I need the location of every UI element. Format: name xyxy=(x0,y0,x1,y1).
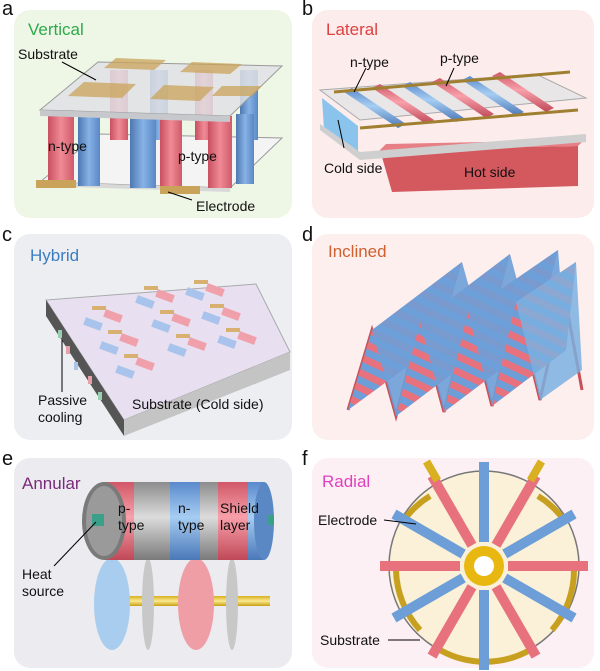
lateral-ptype-label: p-type xyxy=(440,50,479,66)
radial-electrode-label: Electrode xyxy=(318,512,378,528)
vertical-substrate-label: Substrate xyxy=(18,46,78,62)
panel-c-letter: c xyxy=(2,224,12,246)
panel-b-title: Lateral xyxy=(326,20,378,39)
radial-module-illustration xyxy=(380,459,588,670)
lateral-module-illustration xyxy=(318,67,588,192)
hybrid-passive-cooling-label: Passive cooling xyxy=(38,392,88,425)
annular-shield-label: Shield layer xyxy=(220,500,259,533)
lateral-cold-side-label: Cold side xyxy=(324,160,383,176)
lateral-hot-side-label: Hot side xyxy=(464,164,516,180)
vertical-module-illustration xyxy=(36,58,284,201)
panel-b-letter: b xyxy=(302,0,314,20)
panel-d-letter: d xyxy=(302,224,314,246)
annular-ptype-label: p-type xyxy=(118,500,145,533)
radial-substrate-label: Substrate xyxy=(320,632,380,648)
inclined-module-illustration xyxy=(346,250,584,422)
vertical-ptype-label: p-type xyxy=(178,148,217,164)
hybrid-substrate-label: Substrate (Cold side) xyxy=(132,396,264,412)
hybrid-module-illustration xyxy=(45,280,291,436)
annular-ntype-label: n-type xyxy=(178,500,205,533)
annular-heat-source-label: Heat source xyxy=(22,566,65,599)
vertical-ntype-label: n-type xyxy=(48,138,87,154)
panel-d-title: Inclined xyxy=(328,242,387,261)
panel-e-title: Annular xyxy=(22,474,81,493)
annular-module-illustration xyxy=(53,482,274,650)
panel-f-title: Radial xyxy=(322,472,371,491)
panel-c-title: Hybrid xyxy=(30,246,80,265)
vertical-electrode-label: Electrode xyxy=(196,198,256,214)
panel-e-letter: e xyxy=(2,448,14,470)
lateral-ntype-label: n-type xyxy=(350,54,389,70)
panel-a-letter: a xyxy=(2,0,14,20)
panel-a-title: Vertical xyxy=(28,20,84,39)
panel-f-letter: f xyxy=(302,448,308,470)
